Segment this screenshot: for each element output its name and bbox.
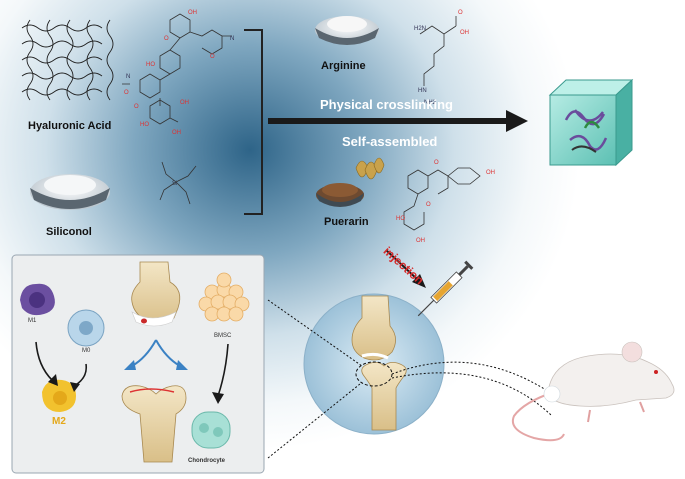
svg-text:OH: OH bbox=[180, 100, 189, 106]
svg-text:OH: OH bbox=[416, 238, 425, 244]
syringe-icon bbox=[417, 260, 474, 317]
svg-text:O: O bbox=[458, 10, 463, 16]
arginine-structure-icon bbox=[419, 16, 457, 86]
siliconol-structure-icon bbox=[159, 161, 197, 205]
repaired-knee-icon bbox=[121, 385, 187, 463]
hyaluronic-structure-icon bbox=[122, 13, 232, 125]
m1-label: M1 bbox=[28, 318, 37, 324]
self-assembled-label: Self-assembled bbox=[342, 134, 438, 149]
chondrocyte-icon bbox=[191, 411, 231, 449]
svg-text:Si: Si bbox=[172, 181, 177, 187]
rat-icon bbox=[512, 341, 675, 442]
puerarin-root-icon bbox=[355, 157, 385, 180]
m2-label: M2 bbox=[52, 416, 66, 427]
puerarin-label: Puerarin bbox=[324, 216, 369, 228]
svg-text:O: O bbox=[164, 36, 169, 42]
bracket bbox=[244, 29, 263, 215]
hyaluronic-acid-label: Hyaluronic Acid bbox=[28, 120, 112, 132]
svg-text:O: O bbox=[426, 202, 431, 208]
svg-text:O: O bbox=[210, 54, 215, 60]
chondrocyte-label: Chondrocyte bbox=[188, 458, 226, 464]
joint-closeup-bones bbox=[351, 295, 407, 431]
hydrogel-cube-icon bbox=[548, 78, 634, 167]
m2-macrophage-icon bbox=[42, 379, 76, 412]
knee-joint-icon bbox=[131, 261, 181, 327]
svg-text:OH: OH bbox=[188, 10, 197, 16]
svg-text:OH: OH bbox=[486, 170, 495, 176]
svg-text:H2N: H2N bbox=[414, 26, 426, 32]
m1-macrophage-icon bbox=[20, 283, 55, 316]
svg-text:O: O bbox=[434, 160, 439, 166]
svg-text:OH: OH bbox=[460, 30, 469, 36]
svg-text:HO: HO bbox=[396, 216, 405, 222]
puerarin-powder-icon bbox=[316, 183, 364, 207]
physical-crosslinking-label: Physical crosslinking bbox=[320, 97, 453, 112]
svg-text:NH2: NH2 bbox=[424, 100, 437, 106]
puerarin-structure-icon bbox=[403, 167, 481, 231]
svg-text:N: N bbox=[126, 74, 130, 80]
svg-text:O: O bbox=[134, 104, 139, 110]
arginine-bowl-icon bbox=[315, 16, 379, 45]
arginine-label: Arginine bbox=[321, 60, 366, 72]
svg-text:OH: OH bbox=[172, 130, 181, 136]
svg-text:HN: HN bbox=[418, 88, 427, 94]
bmsc-cluster-icon bbox=[198, 272, 250, 322]
m0-macrophage-icon bbox=[67, 309, 105, 347]
svg-text:O: O bbox=[124, 90, 129, 96]
hyaluronic-mesh-icon bbox=[21, 19, 114, 101]
svg-text:HO: HO bbox=[140, 122, 149, 128]
siliconol-label: Siliconol bbox=[46, 226, 92, 238]
m0-label: M0 bbox=[82, 348, 91, 354]
svg-text:HO: HO bbox=[146, 62, 155, 68]
svg-text:N: N bbox=[230, 36, 234, 42]
main-arrow-icon bbox=[506, 110, 528, 132]
bmsc-label: BMSC bbox=[214, 333, 232, 339]
siliconol-bowl-icon bbox=[30, 174, 110, 210]
